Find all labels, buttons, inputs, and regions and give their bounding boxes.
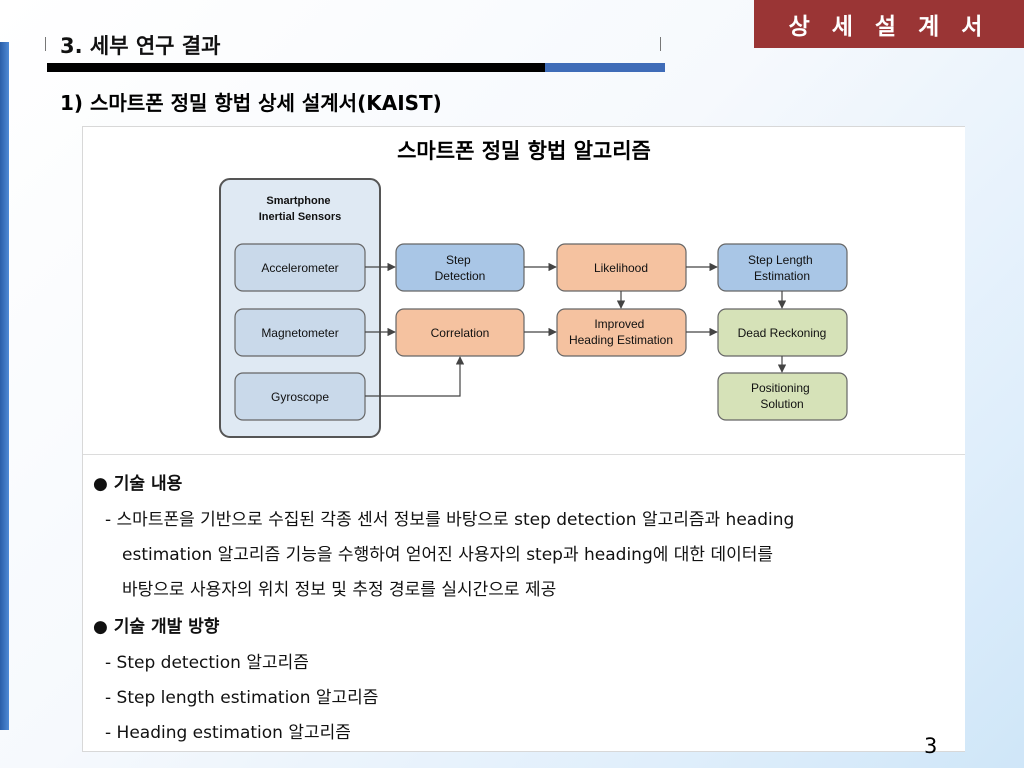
- improved-heading-line2: Heading Estimation: [569, 333, 673, 347]
- svg-text:Step Length Estimation: Step Length Estimation: [748, 253, 816, 283]
- content-panel: 스마트폰 정밀 항법 알고리즘 Smartphone Inertial Sens…: [82, 126, 965, 752]
- step-length-line2: Estimation: [754, 269, 810, 283]
- panel-divider: [83, 454, 965, 455]
- bullet-dot: ●: [93, 617, 114, 637]
- step-detection-line2: Detection: [435, 269, 486, 283]
- svg-text:Step Detection: Step Detection: [435, 253, 486, 283]
- dev-item: - Step detection 알고리즘: [105, 653, 309, 673]
- tech-heading: ● 기술 내용: [93, 469, 182, 494]
- title-marker-left: [45, 37, 46, 51]
- positioning-box: [717, 372, 848, 421]
- subtitle: 1) 스마트폰 정밀 항법 상세 설계서(KAIST): [60, 91, 442, 115]
- step-length-box: [717, 243, 848, 292]
- title-underline-accent: [545, 63, 665, 72]
- algorithm-title: 스마트폰 정밀 항법 알고리즘: [397, 139, 651, 163]
- svg-text:Positioning Solution: Positioning Solution: [751, 381, 813, 411]
- bullet-dot: ●: [93, 474, 114, 494]
- sensor-group-title-line1: Smartphone: [266, 195, 330, 207]
- navigation-flow-diagram: Smartphone Inertial Sensors Acceleromete…: [219, 178, 848, 438]
- svg-text:Improved Heading Estimat: Improved Heading Estimation: [569, 317, 673, 347]
- step-detection-box: [395, 243, 525, 292]
- title-underline: [47, 63, 545, 72]
- step-detection-line1: Step: [446, 253, 471, 267]
- improved-heading-line1: Improved: [594, 317, 644, 331]
- magnetometer-label: Magnetometer: [261, 326, 338, 340]
- dev-item: - Step length estimation 알고리즘: [105, 688, 379, 708]
- correlation-label: Correlation: [431, 326, 490, 340]
- dead-reckoning-label: Dead Reckoning: [738, 326, 827, 340]
- dev-heading: ● 기술 개발 방향: [93, 612, 219, 637]
- positioning-line1: Positioning: [751, 381, 810, 395]
- dev-item: - Heading estimation 알고리즘: [105, 723, 351, 743]
- dev-title: 기술 개발 방향: [113, 617, 220, 637]
- step-length-line1: Step Length: [748, 253, 813, 267]
- page-number: 3: [924, 734, 938, 758]
- tech-line: 바탕으로 사용자의 위치 정보 및 추정 경로를 실시간으로 제공: [122, 580, 557, 600]
- accelerometer-label: Accelerometer: [261, 261, 338, 275]
- left-accent-bar: [0, 42, 9, 730]
- likelihood-label: Likelihood: [594, 261, 648, 275]
- tech-title: 기술 내용: [113, 474, 183, 494]
- gyroscope-label: Gyroscope: [271, 390, 329, 404]
- svg-text:Smartphone Inertial Sens: Smartphone Inertial Sensors: [259, 195, 342, 223]
- section-title: 3. 세부 연구 결과: [60, 34, 221, 58]
- arrow-gyro-to-corr: [365, 356, 465, 397]
- tech-line: - 스마트폰을 기반으로 수집된 각종 센서 정보를 바탕으로 step det…: [105, 510, 795, 530]
- sensor-group-title-line2: Inertial Sensors: [259, 211, 342, 223]
- title-marker-right: [660, 37, 661, 51]
- tech-line: estimation 알고리즘 기능을 수행하여 얻어진 사용자의 step과 …: [122, 545, 774, 565]
- document-type-tag: 상 세 설 계 서: [754, 0, 1024, 48]
- positioning-line2: Solution: [760, 397, 803, 411]
